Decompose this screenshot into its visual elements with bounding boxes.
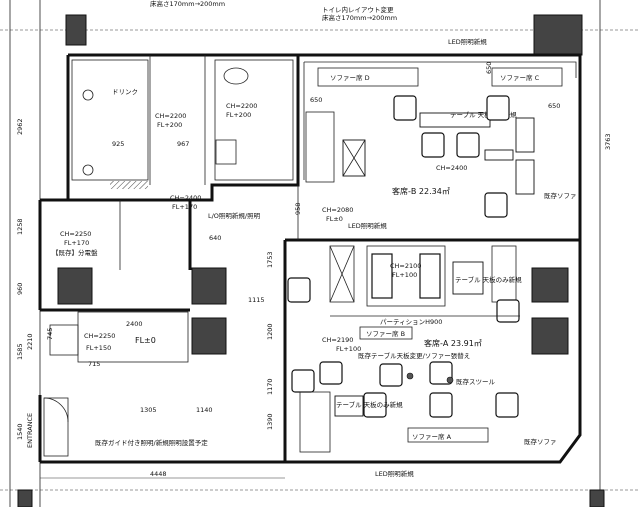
- dim-1170: 1170: [266, 378, 274, 395]
- column-left-mid: [57, 267, 93, 305]
- dim-1305: 1305: [140, 406, 157, 414]
- drink-label: ドリンク: [112, 88, 138, 96]
- dim-2400: 2400: [126, 320, 143, 328]
- dim-925: 925: [112, 140, 124, 148]
- left-lower-fl-zero: FL±0: [135, 336, 156, 345]
- corridor-ch: CH=2400: [170, 194, 201, 202]
- drink-ch: CH=2200: [155, 112, 186, 120]
- lo-note: L/O照明新規/照明: [208, 211, 261, 220]
- dim-4448: 4448: [150, 470, 167, 478]
- header-note-right-2: 床高さ170mm→200mm: [322, 13, 397, 22]
- table-note-3: テーブル 天板のみ新規: [336, 400, 403, 409]
- column-top-right: [533, 14, 583, 56]
- header-note-left: 床高さ170mm→200mm: [150, 0, 225, 8]
- toilet-ch: CH=2200: [226, 102, 257, 110]
- column-right-upper: [531, 267, 569, 303]
- column-right-lower: [531, 317, 569, 355]
- center-fl: FL+100: [392, 271, 417, 279]
- toilet-room: CH=2200 FL+200: [214, 59, 294, 181]
- table-note-1: テーブル 天板のみ新規: [450, 110, 517, 119]
- dim-1115: 1115: [248, 296, 265, 304]
- seat-a-area: CH=2100 FL+100 テーブル 天板のみ新規 パーティションH900 ソ…: [248, 245, 557, 453]
- left-lower-fl: FL+150: [86, 344, 111, 352]
- dim-1753: 1753: [266, 251, 274, 268]
- dim-1200: 1200: [266, 323, 274, 340]
- partition-label: パーティションH900: [380, 318, 442, 326]
- sofa-c-label: ソファー席 C: [500, 73, 540, 82]
- sofa-a-label: ソファー席 A: [412, 432, 452, 441]
- bottom-note: 既存ガイド付き照明/新規照明設置予定: [95, 438, 208, 447]
- dim-967: 967: [177, 140, 189, 148]
- sofa-d-label: ソファー席 D: [330, 73, 370, 82]
- svg-text:1540: 1540: [16, 423, 24, 440]
- drink-area: ドリンク CH=2200 FL+200 925 967: [71, 59, 189, 189]
- hall-ch: CH=2080: [322, 206, 353, 214]
- corridor-fl: FL+170: [172, 203, 197, 211]
- svg-text:1258: 1258: [16, 218, 24, 235]
- left-lower-ch: CH=2250: [84, 332, 115, 340]
- entrance-door: [43, 397, 69, 457]
- existing-note: 既存テーブル天板変更/ソファー張替え: [358, 351, 470, 360]
- existing-stool: 既存スツール: [456, 377, 496, 386]
- svg-text:1585: 1585: [16, 343, 24, 360]
- dim-715: 715: [88, 360, 100, 368]
- dim-650c: 650: [485, 62, 493, 74]
- led-mid: LED照明新規: [348, 221, 387, 230]
- column-top-left: [65, 14, 87, 46]
- header-note-right-1: トイレ内レイアウト変更: [322, 5, 394, 14]
- seat-a-fl: FL+100: [336, 345, 361, 353]
- led-top: LED照明新規: [448, 37, 487, 46]
- seat-a-ch: CH=2190: [322, 336, 353, 344]
- led-bottom: LED照明新規: [375, 469, 414, 478]
- seat-a-label: 客席-A 23.91㎡: [424, 338, 482, 348]
- table-note-2: テーブル 天板のみ新規: [455, 275, 522, 284]
- dim-650a: 650: [310, 96, 322, 104]
- dim-640: 640: [209, 234, 221, 242]
- dim-1390: 1390: [266, 413, 274, 430]
- dim-745: 745: [46, 328, 54, 340]
- svg-text:2210: 2210: [26, 333, 34, 350]
- sofa-b-label: ソファー席 B: [366, 329, 405, 338]
- left-room-label: 【既存】分電盤: [52, 248, 98, 257]
- dim-650b: 650: [548, 102, 560, 110]
- hall-fl: FL±0: [326, 215, 343, 223]
- left-room-fl: FL+170: [64, 239, 89, 247]
- center-ch: CH=2100: [390, 262, 421, 270]
- dim-958: 958: [294, 203, 302, 215]
- existing-sofa-2: 既存ソファ: [524, 437, 557, 446]
- entrance-label: ENTRANCE: [26, 413, 34, 448]
- column-center-left-2: [191, 317, 227, 355]
- column-bottom-right: [589, 489, 605, 507]
- svg-text:2962: 2962: [16, 118, 24, 135]
- seat-b-ch: CH=2400: [436, 164, 467, 172]
- existing-sofa-1: 既存ソファ: [544, 191, 577, 200]
- left-small-room: [49, 324, 79, 356]
- toilet-fl: FL+200: [226, 111, 251, 119]
- drink-fl: FL+200: [157, 121, 182, 129]
- left-room-ch: CH=2250: [60, 230, 91, 238]
- column-bottom-left: [17, 489, 33, 507]
- dim-1140: 1140: [196, 406, 213, 414]
- dim-3763: 3763: [604, 133, 612, 150]
- column-center-left: [191, 267, 227, 305]
- seat-b-label: 客席-B 22.34㎡: [392, 186, 450, 196]
- seat-b-area: ソファー席 D ソファー席 C テーブル 天板のみ新規 客席-B 22.34㎡ …: [303, 37, 612, 218]
- walls: [38, 53, 582, 464]
- svg-text:960: 960: [16, 283, 24, 295]
- left-dimensions: 2962 1258 960 1585 1540 2210: [16, 118, 34, 440]
